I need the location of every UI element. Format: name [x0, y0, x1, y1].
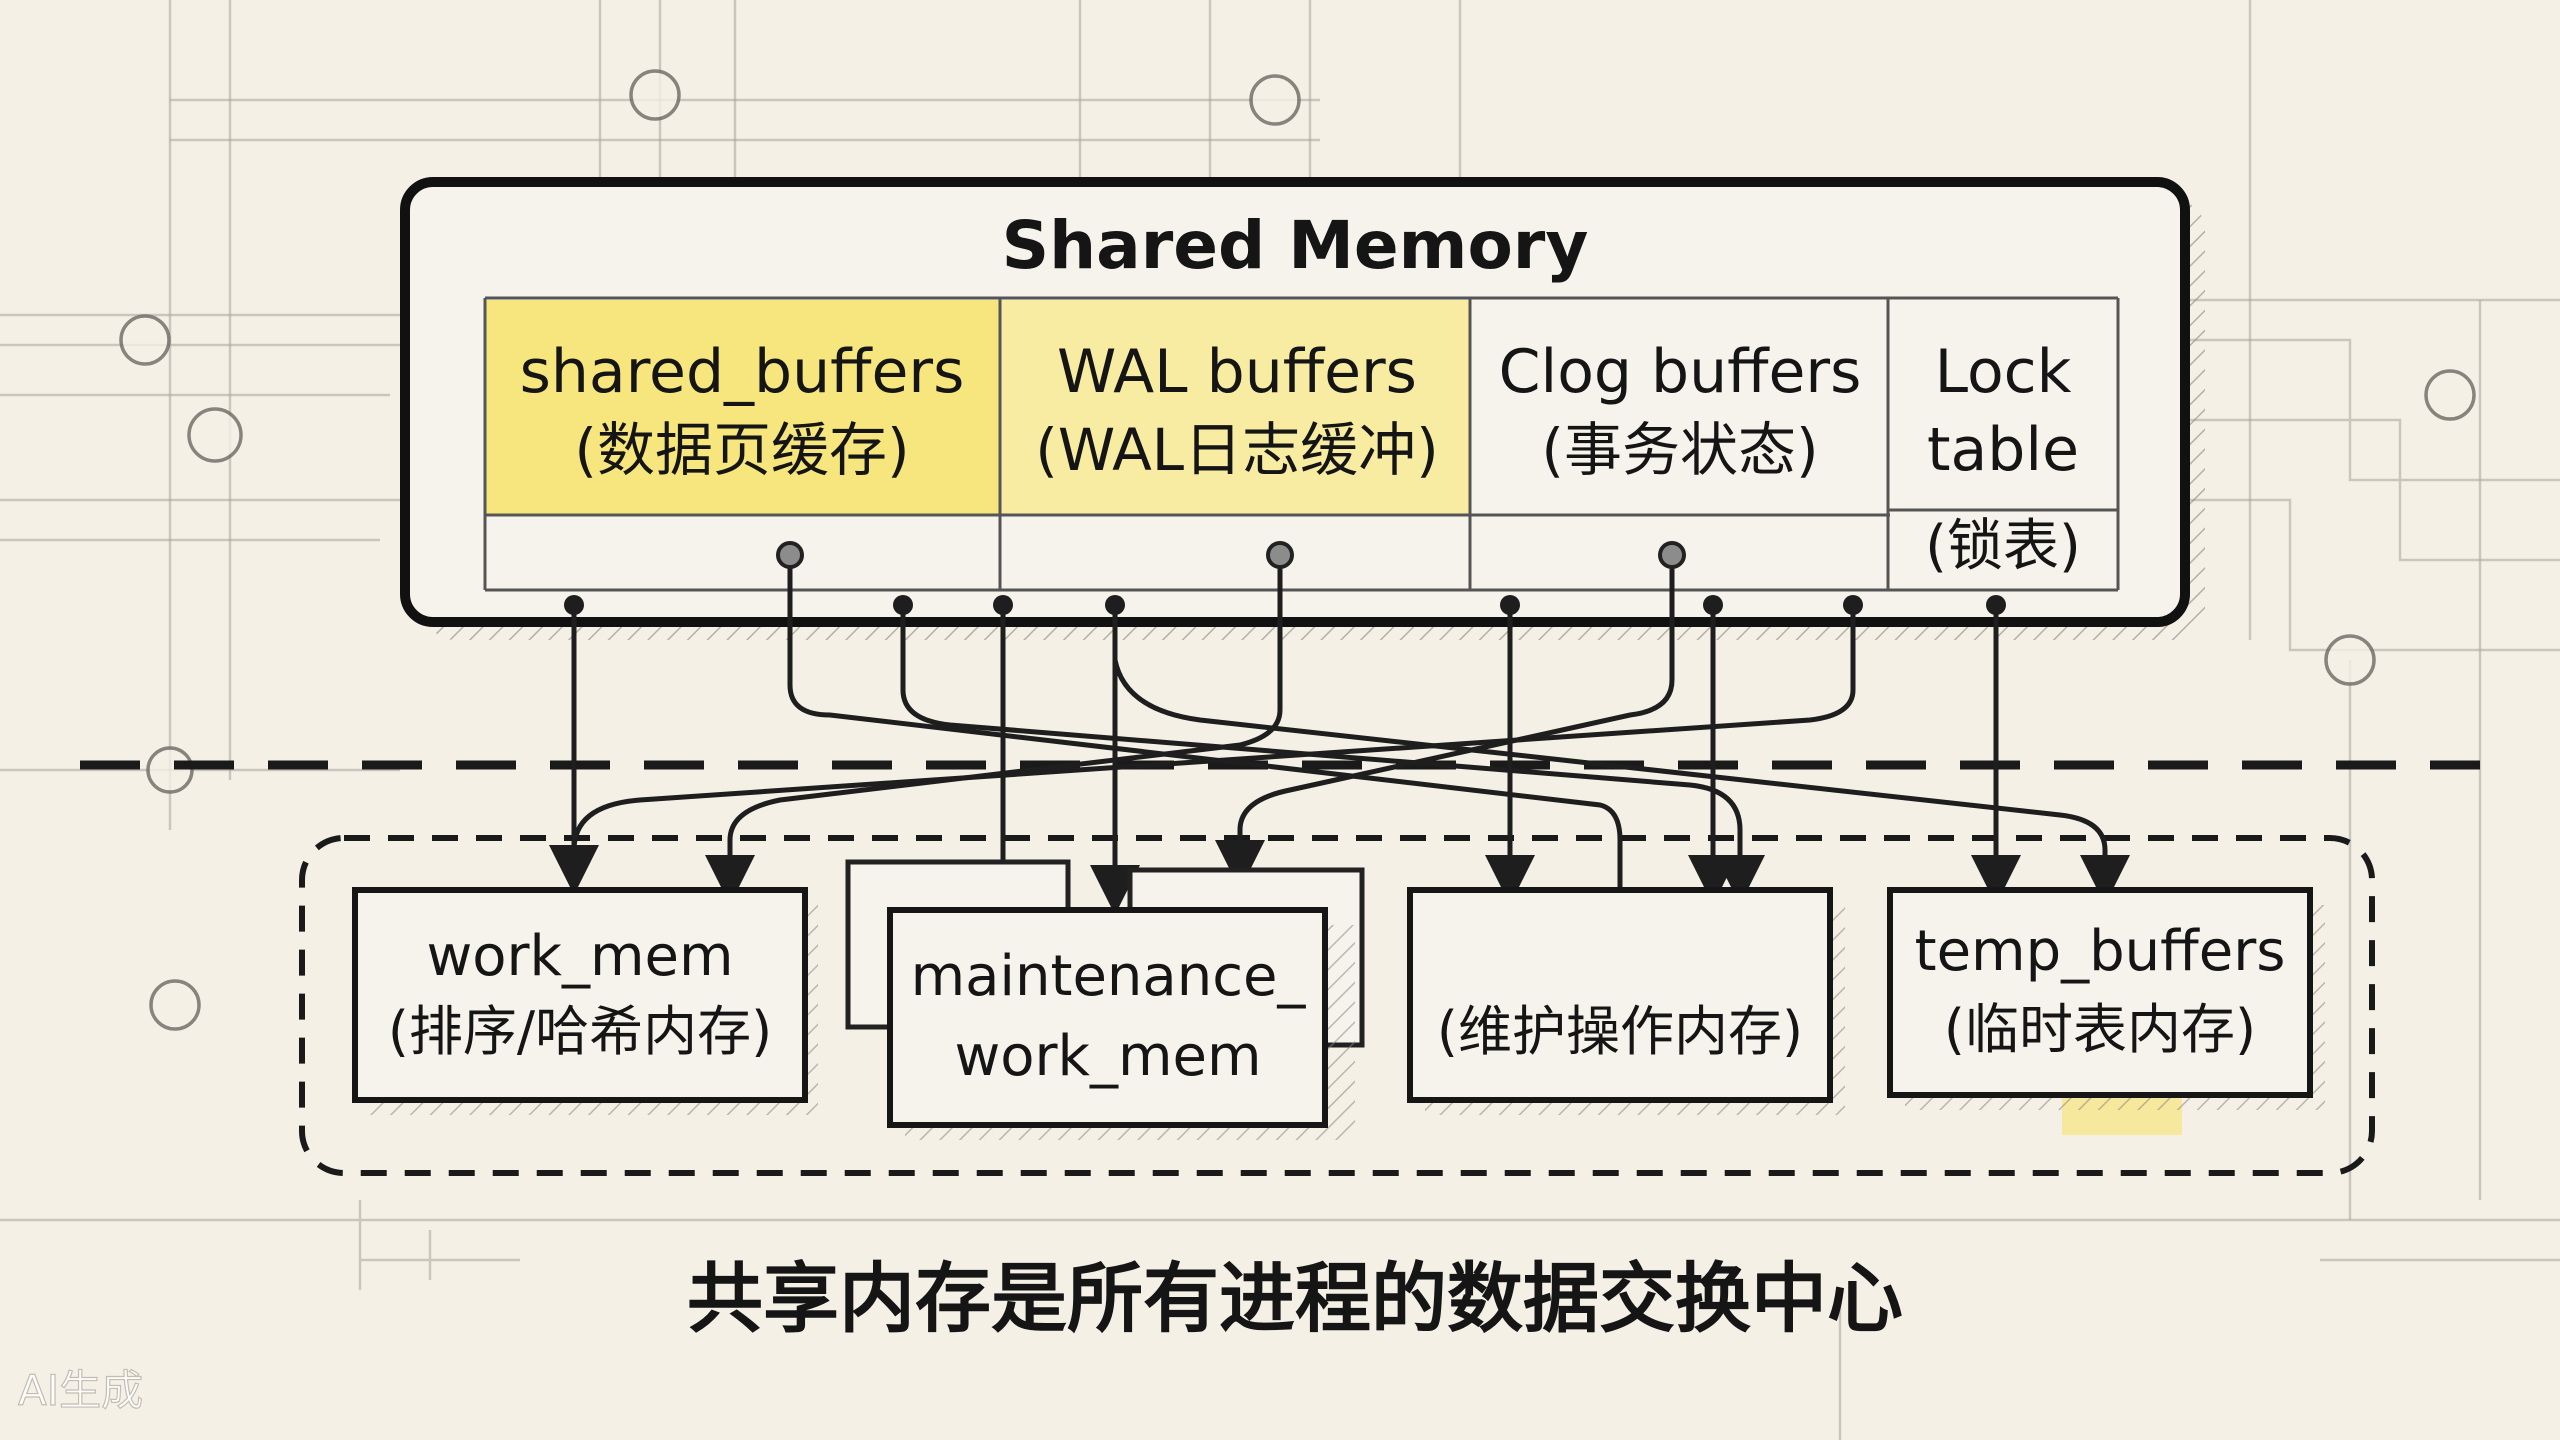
clog-buffers-desc: (事务状态): [1541, 416, 1818, 484]
local-memory-container: [299, 835, 2375, 1176]
temp-buffers-frame: [1887, 887, 2313, 1098]
lock-table-label-line2: table: [1927, 415, 2079, 485]
maintenance-ops-box: (维护操作内存): [1407, 887, 1845, 1115]
clog-buffers-label: Clog buffers: [1499, 337, 1862, 407]
work-mem-desc: (排序/哈希内存): [388, 1000, 772, 1063]
connector-lines: [549, 555, 2130, 925]
maintenance-work-mem-box: maintenance_ work_mem: [845, 859, 1365, 1140]
lock-table-desc: (锁表): [1925, 514, 2081, 579]
maintenance-work-mem-label-line2: work_mem: [954, 1024, 1261, 1089]
shared-memory-box: Shared Memory shared_buffers (数据页缓存) WAL…: [400, 177, 2205, 640]
caption: 共享内存是所有进程的数据交换中心: [687, 1254, 1903, 1343]
work-mem-label: work_mem: [426, 924, 733, 989]
shared-buffers-label: shared_buffers: [520, 337, 965, 407]
shared-buffers-desc: (数据页缓存): [574, 416, 909, 484]
lock-table-label-line1: Lock: [1935, 337, 2072, 407]
shared-buffers-highlight: [485, 300, 1000, 515]
wal-buffers-label: WAL buffers: [1057, 337, 1417, 407]
ai-generated-watermark: AI生成: [18, 1366, 143, 1415]
temp-buffers-desc: (临时表内存): [1944, 998, 2256, 1061]
wal-buffers-highlight: [1000, 300, 1470, 515]
work-mem-frame: [352, 887, 808, 1103]
temp-buffers-label: temp_buffers: [1915, 919, 2286, 984]
wal-buffers-desc: (WAL日志缓冲): [1035, 416, 1438, 484]
temp-buffers-box: temp_buffers (临时表内存): [1887, 887, 2325, 1135]
maintenance-ops-frame: [1407, 887, 1833, 1103]
shared-memory-title: Shared Memory: [1002, 207, 1589, 284]
maintenance-work-mem-label-line1: maintenance_: [911, 944, 1307, 1009]
maintenance-work-mem-frame: [887, 907, 1328, 1128]
connector-dots: [564, 541, 2006, 944]
background-ring-nodes: [119, 69, 2476, 1031]
maintenance-ops-desc: (维护操作内存): [1437, 1000, 1803, 1063]
work-mem-box: work_mem (排序/哈希内存): [352, 887, 818, 1115]
